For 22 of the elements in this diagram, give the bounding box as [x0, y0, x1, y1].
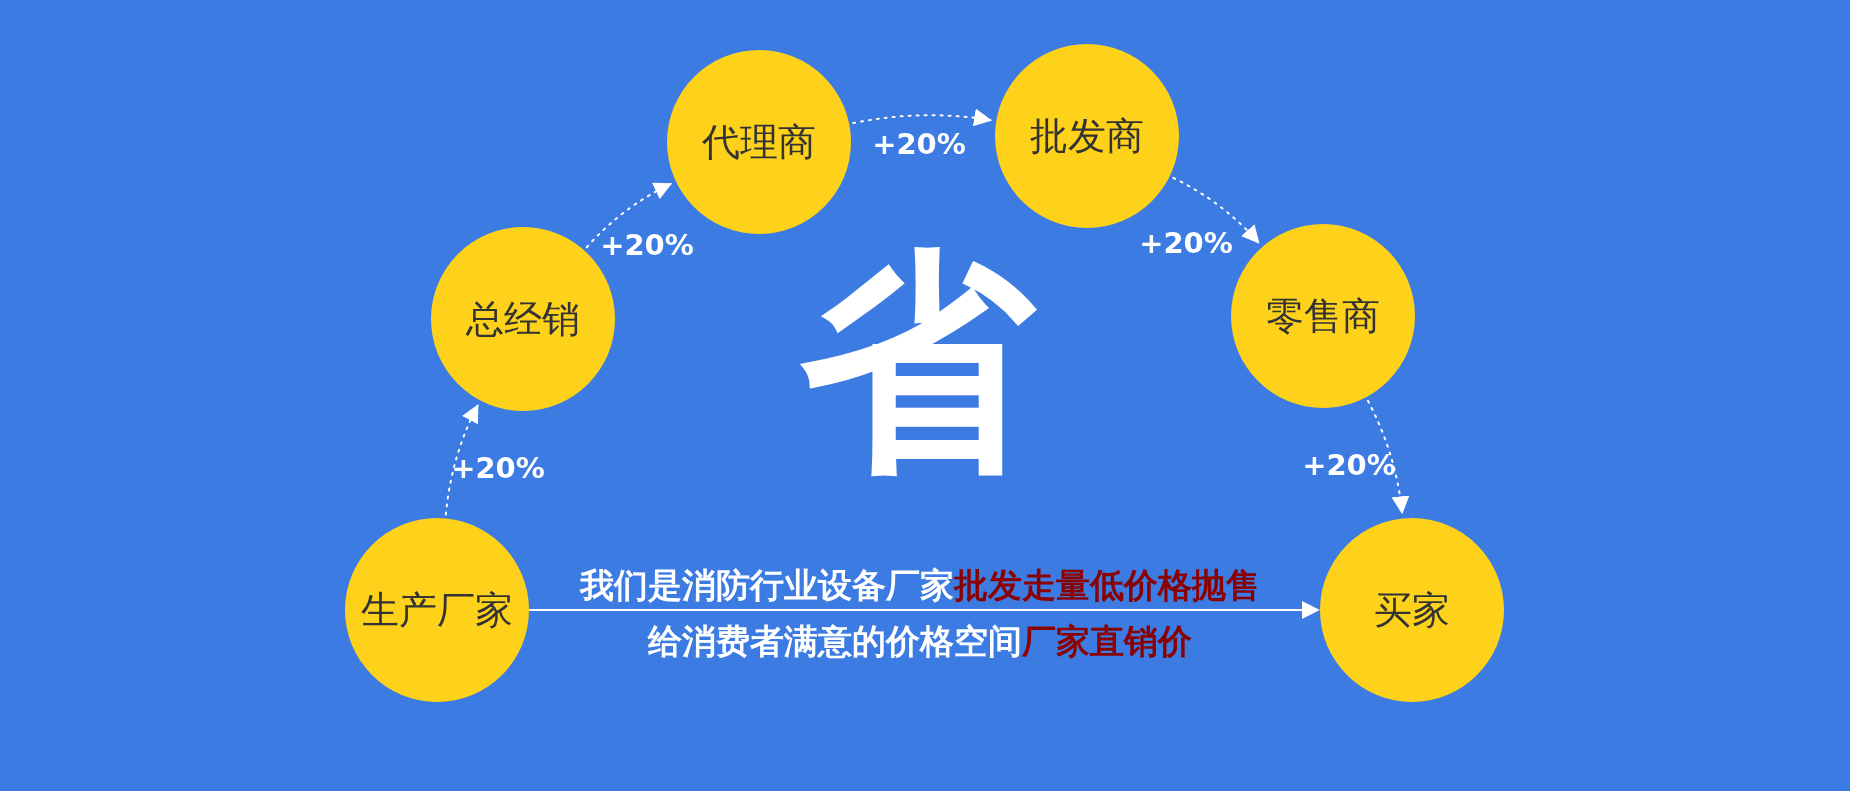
node-label: 买家: [1374, 586, 1450, 634]
arrow: [852, 108, 993, 127]
large-character: 省: [800, 245, 1035, 480]
arrow: [444, 404, 479, 516]
arrow: [1172, 176, 1260, 244]
edge-label: +20%: [451, 451, 545, 485]
edge-label: +20%: [872, 127, 966, 161]
arrow: [585, 183, 673, 249]
node-label: 批发商: [1030, 112, 1144, 160]
slogan-text: 给消费者满意的价格空间: [648, 621, 1022, 661]
arrow: [528, 601, 1320, 619]
node-label: 生产厂家: [361, 586, 513, 634]
slogan-text: 批发走量低价格抛售: [954, 565, 1260, 605]
node-label: 零售商: [1266, 292, 1380, 340]
edge-label: +20%: [1302, 448, 1396, 482]
node-label: 总经销: [466, 295, 580, 343]
arrow: [1366, 399, 1410, 515]
slogan-text: 我们是消防行业设备厂家: [580, 565, 954, 605]
slogan-text: 厂家直销价: [1022, 621, 1192, 661]
edge-label: +20%: [600, 228, 694, 262]
node-label: 代理商: [702, 118, 816, 166]
edge-label: +20%: [1139, 226, 1233, 260]
